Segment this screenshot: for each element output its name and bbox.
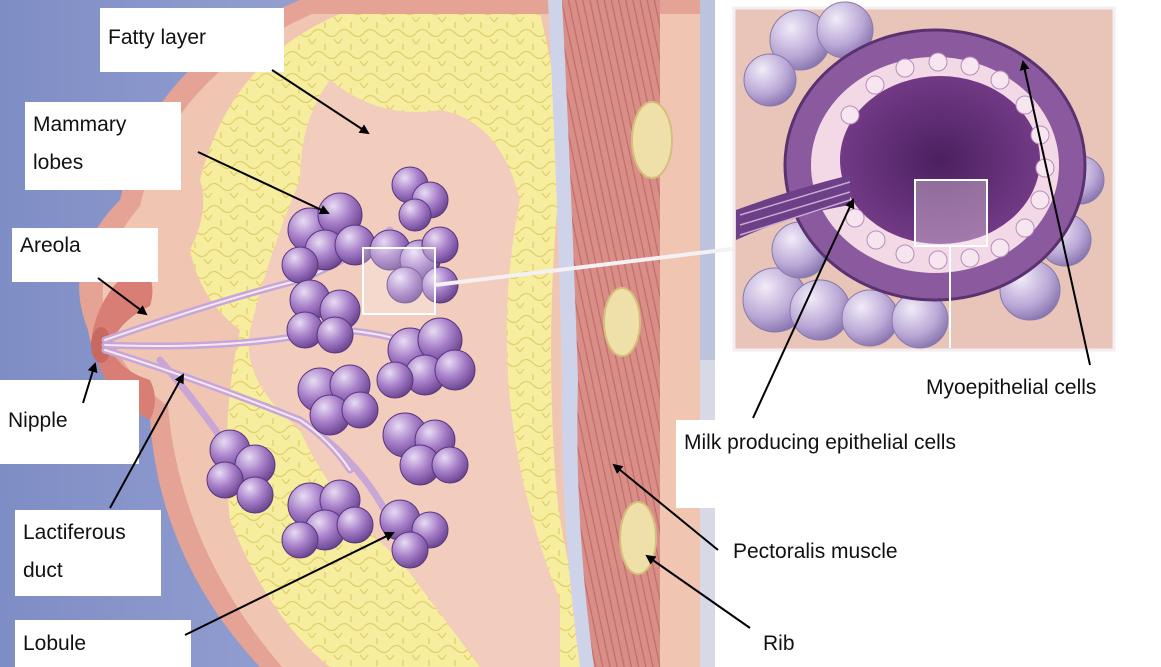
label-myoepithelial-cells: Myoepithelial cells	[918, 362, 1161, 416]
label-mammary-lobes: Mammary lobes	[25, 102, 181, 190]
label-lactiferous-duct: Lactiferous duct	[15, 510, 161, 596]
label-areola: Areola	[12, 228, 158, 282]
label-nipple: Nipple	[0, 380, 139, 464]
label-fatty-layer: Fatty layer	[100, 8, 284, 72]
label-milk-producing-epithelial-cells: Milk producing epithelial cells	[676, 420, 977, 508]
label-rib: Rib	[755, 620, 871, 667]
label-pectoralis-muscle: Pectoralis muscle	[725, 530, 966, 574]
label-lobule: Lobule	[15, 620, 191, 667]
